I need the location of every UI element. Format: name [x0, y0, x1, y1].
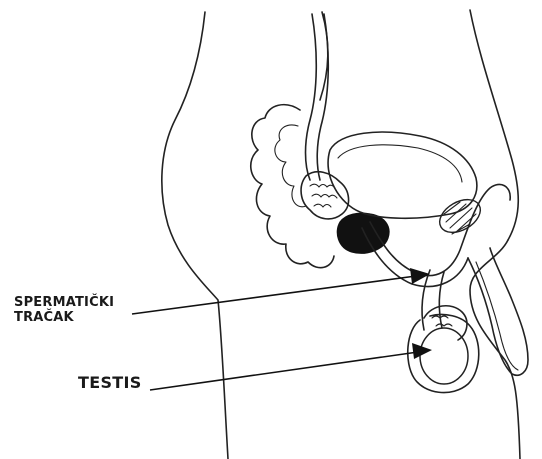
spermatic-cord [422, 270, 430, 330]
thigh-outline [470, 240, 520, 459]
epididymis-texture [432, 316, 452, 326]
vas-deferens-tube [370, 184, 510, 275]
spermatic-cord-label-line1: SPERMATIČKI [14, 296, 114, 311]
bladder [328, 132, 477, 218]
pubic-bone [434, 193, 486, 239]
testis-shape [420, 328, 468, 384]
testis-label: TESTIS [78, 374, 142, 392]
spermatic-cord-pointer-line [132, 276, 416, 314]
body-front-outline [320, 12, 328, 100]
spermatic-cord-2 [439, 272, 444, 328]
seminal-vesicle-texture [310, 184, 337, 207]
body-back-outline [162, 12, 228, 459]
bladder-inner [338, 145, 462, 182]
spermatic-cord-label-line2: TRAČAK [14, 311, 114, 326]
urethra-line [476, 262, 518, 370]
testis-pointer-line [150, 352, 418, 390]
seminal-vesicle [301, 172, 349, 219]
ureter-tube-left [306, 14, 317, 180]
ureter-tube-right [317, 14, 328, 180]
penis-outline [468, 248, 528, 375]
prostate [337, 213, 389, 253]
spermatic-cord-label: SPERMATIČKI TRAČAK [14, 296, 114, 326]
